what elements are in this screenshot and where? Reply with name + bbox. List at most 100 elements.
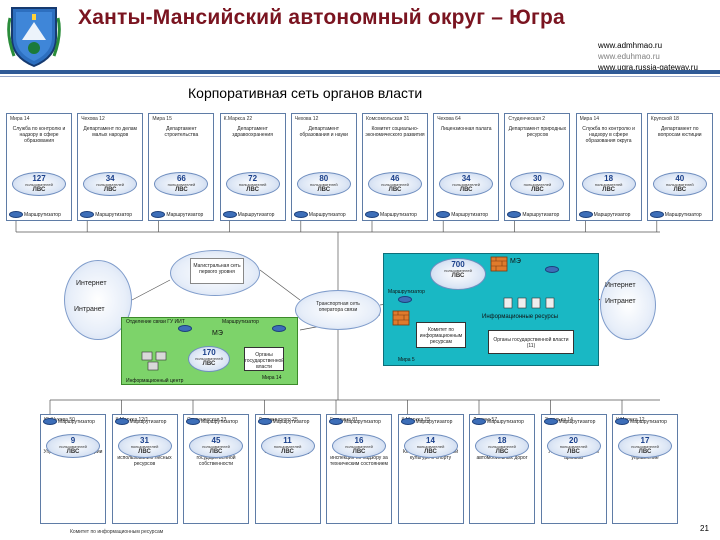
router-icon bbox=[9, 211, 23, 218]
organs-box: Органы государственной власти (11) bbox=[488, 330, 574, 354]
green-router-icon-2 bbox=[272, 325, 286, 332]
transport-label: Транспортная сеть оператора связи bbox=[316, 301, 360, 313]
cloud-lvs: ЛВС bbox=[175, 187, 188, 193]
diagram-subtitle: Корпоративная сеть органов власти bbox=[188, 85, 423, 101]
router-icon bbox=[507, 211, 522, 218]
router-label: Маршрутизатор bbox=[593, 212, 631, 218]
router-label: Маршрутизатор bbox=[558, 419, 596, 425]
lvs-count: 9 bbox=[70, 436, 76, 445]
green-router-label: Маршрутизатор bbox=[222, 319, 259, 325]
right-internet-label: Интернет bbox=[605, 282, 636, 289]
connection-line bbox=[131, 279, 171, 301]
cloud-label: пользователей bbox=[631, 444, 659, 449]
lvs-count: 40 bbox=[675, 174, 685, 183]
url-link[interactable]: www.eduhmao.ru bbox=[598, 52, 660, 61]
green-addr: Мира 14 bbox=[262, 375, 282, 381]
department-box[interactable]: Студенческая 23Департамент государственн… bbox=[183, 414, 249, 524]
lvs-count: 14 bbox=[426, 436, 435, 445]
page-title: Ханты-Мансийский автономный округ – Югра bbox=[78, 6, 565, 29]
green-lvs-cloud: 170 пользователей ЛВС bbox=[188, 346, 230, 372]
teal-addr: Мира 5 bbox=[398, 357, 415, 363]
green-lvs-count: 170 bbox=[202, 348, 216, 357]
cloud-lvs: ЛВС bbox=[531, 187, 544, 193]
department-box[interactable]: К.Маркса 12/1Департамент по использовани… bbox=[111, 414, 178, 524]
cloud-lvs: ЛВС bbox=[317, 187, 331, 193]
router-icon bbox=[649, 211, 664, 218]
department-box[interactable]: К.Маркса 15Комитет по физической культур… bbox=[397, 414, 464, 524]
cloud-label: пользователей bbox=[452, 182, 480, 187]
department-box[interactable]: К.Маркса 12Фармацевтическое управление bbox=[612, 414, 678, 524]
department-box[interactable]: Дзержинского 25Комитет по туризму bbox=[254, 414, 321, 524]
department-address: Дзержинского 25 bbox=[258, 417, 298, 423]
router-label: Маршрутизатор bbox=[664, 212, 702, 218]
lvs-count: 45 bbox=[211, 436, 221, 445]
left-internet-label: Интернет bbox=[76, 280, 107, 287]
department-name: Департамент строительства bbox=[164, 126, 199, 138]
firewall-icon bbox=[490, 256, 508, 272]
header-divider bbox=[0, 70, 720, 74]
lvs-count: 80 bbox=[319, 174, 329, 183]
department-box[interactable]: Ленина 57Управление автомобильных дорог bbox=[469, 414, 535, 524]
cloud-lvs: ЛВС bbox=[281, 449, 294, 455]
router-label: Маршрутизатор bbox=[166, 212, 204, 218]
cloud-lvs: ЛВС bbox=[352, 449, 366, 455]
lvs-count: 34 bbox=[461, 174, 471, 183]
firewall-icon-2 bbox=[392, 310, 410, 326]
footer-org: Комитет по информационным ресурсам bbox=[70, 529, 164, 535]
department-box[interactable]: Ю.Шукова 50Управление ветеринарии bbox=[40, 414, 106, 524]
left-intranet-label: Интранет bbox=[74, 306, 105, 313]
router-label: Маршрутизатор bbox=[344, 419, 381, 425]
department-name: Служба по контролю и надзору в сфере обр… bbox=[582, 126, 635, 144]
router-label: Маршрутизатор bbox=[415, 419, 453, 425]
url-link[interactable]: www.ugra.russia-gateway.ru bbox=[598, 63, 698, 72]
router-label: Маршрутизатор bbox=[308, 212, 346, 218]
router-icon bbox=[80, 211, 95, 218]
green-dept-label: Органы государственной власти bbox=[245, 352, 284, 370]
lvs-count: 17 bbox=[640, 436, 650, 445]
servers-icon bbox=[503, 297, 555, 309]
department-box[interactable]: Гагарина 81Государственная инспекция по … bbox=[326, 414, 392, 524]
cloud-label: пользователей bbox=[130, 444, 159, 449]
cloud-lvs: ЛВС bbox=[451, 273, 465, 279]
committee-label: Комитет по информационным ресурсам bbox=[419, 327, 463, 345]
lvs-count: 127 bbox=[32, 174, 46, 183]
router-label: Маршрутизатор bbox=[272, 419, 310, 425]
cloud-lvs: ЛВС bbox=[246, 187, 259, 193]
router-label: Маршрутизатор bbox=[95, 212, 133, 218]
url-link[interactable]: www.admhmao.ru bbox=[598, 41, 663, 50]
cloud-lvs: ЛВС bbox=[202, 361, 216, 367]
cloud-label: пользователей bbox=[167, 182, 196, 187]
cloud-label: пользователей bbox=[345, 444, 373, 449]
url-list: www.admhmao.ru www.eduhmao.ru www.ugra.r… bbox=[598, 40, 720, 73]
workstations-icon bbox=[141, 351, 167, 371]
transport-cloud bbox=[295, 290, 381, 330]
lvs-count: 20 bbox=[569, 436, 578, 445]
router-icon bbox=[186, 418, 200, 425]
department-box[interactable]: Энгельса 14Управление по делам архивов bbox=[540, 414, 607, 524]
cloud-label: пользователей bbox=[559, 444, 588, 449]
lvs-count: 66 bbox=[176, 174, 186, 183]
router-label: Маршрутизатор bbox=[129, 419, 167, 425]
